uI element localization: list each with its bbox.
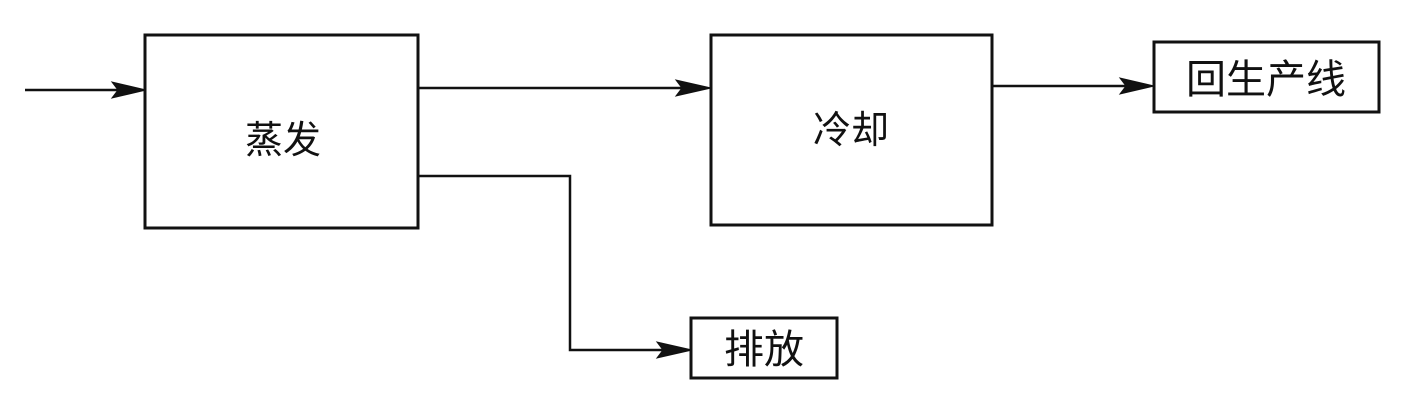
node-discharge: 排放	[689, 316, 839, 380]
node-return-to-line: 回生产线	[1152, 40, 1381, 114]
edge-evaporation-to-cooling	[418, 79, 712, 97]
edge-input-to-evaporation	[25, 81, 147, 99]
node-cooling-label: 冷却	[813, 108, 889, 152]
edge-evaporation-to-discharge	[418, 174, 693, 359]
edge-cooling-to-return	[992, 77, 1155, 95]
node-discharge-label: 排放	[724, 327, 804, 373]
node-evaporation-label: 蒸发	[245, 118, 321, 162]
node-evaporation: 蒸发	[143, 33, 420, 230]
node-return-to-line-label: 回生产线	[1186, 57, 1346, 103]
node-cooling: 冷却	[709, 33, 994, 227]
